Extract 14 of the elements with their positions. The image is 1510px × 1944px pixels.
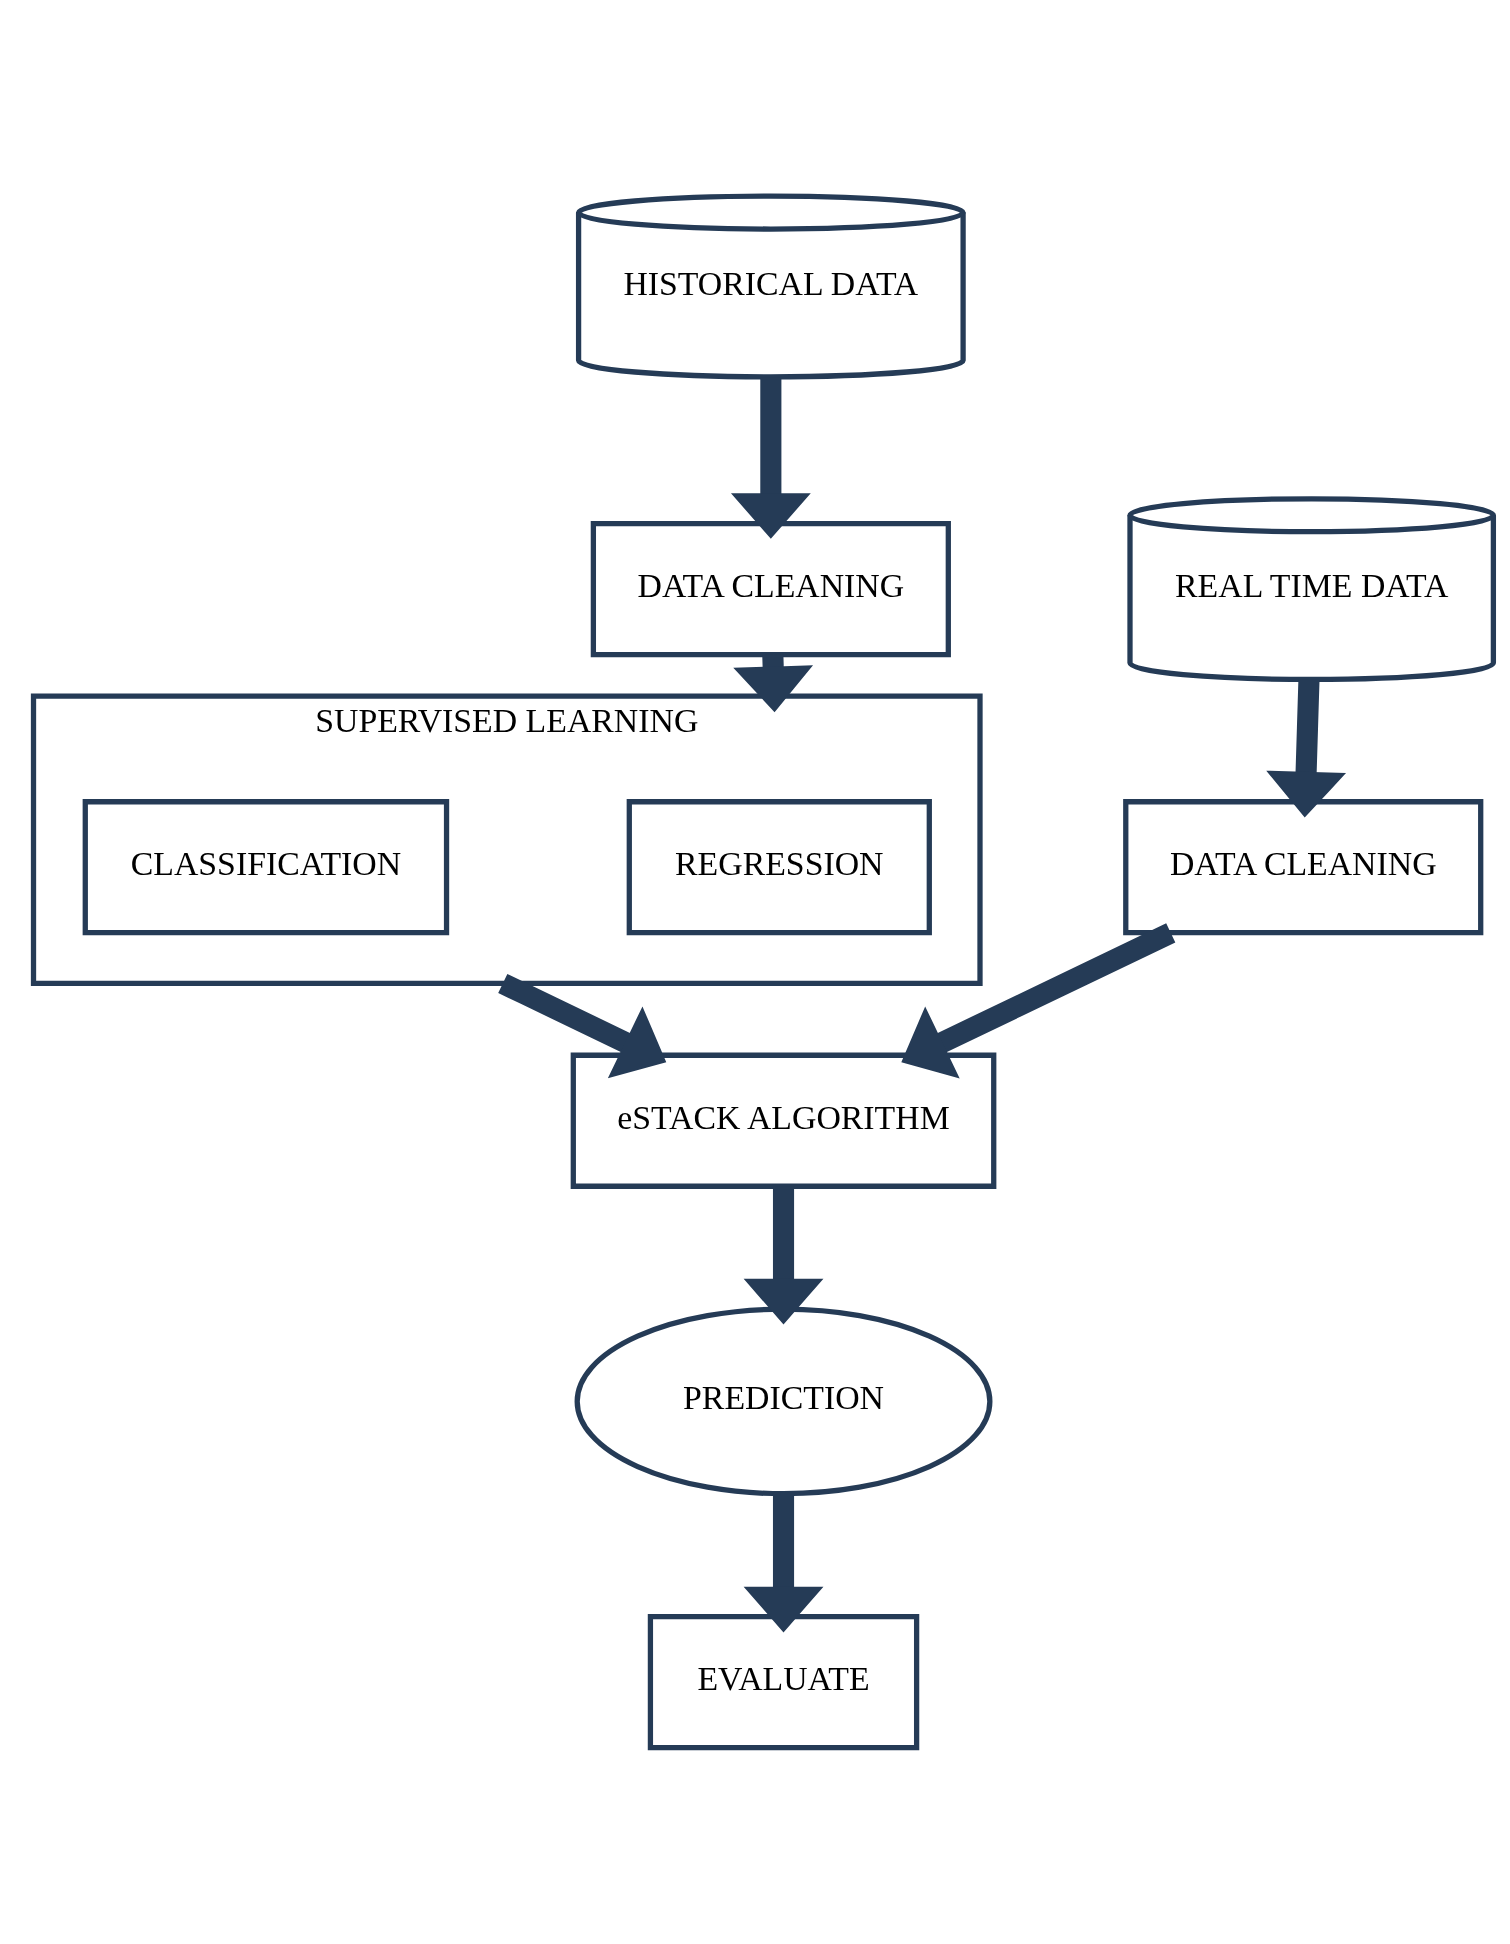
node-ellipse: PREDICTION (574, 1306, 993, 1497)
node-box: REGRESSION (626, 799, 932, 936)
arrow (730, 377, 811, 539)
arrow (901, 923, 1176, 1079)
node-box: EVALUATE (647, 1613, 920, 1751)
arrow (743, 1494, 824, 1633)
node-box: CLASSIFICATION (82, 799, 450, 936)
node-box: DATA CLEANING (590, 521, 951, 658)
node-box: eSTACK ALGORITHM (570, 1052, 997, 1189)
arrow (733, 654, 814, 713)
node-box: DATA CLEANING (1123, 799, 1484, 936)
arrow (743, 1186, 824, 1325)
arrow (498, 973, 667, 1079)
arrow (1266, 679, 1347, 818)
